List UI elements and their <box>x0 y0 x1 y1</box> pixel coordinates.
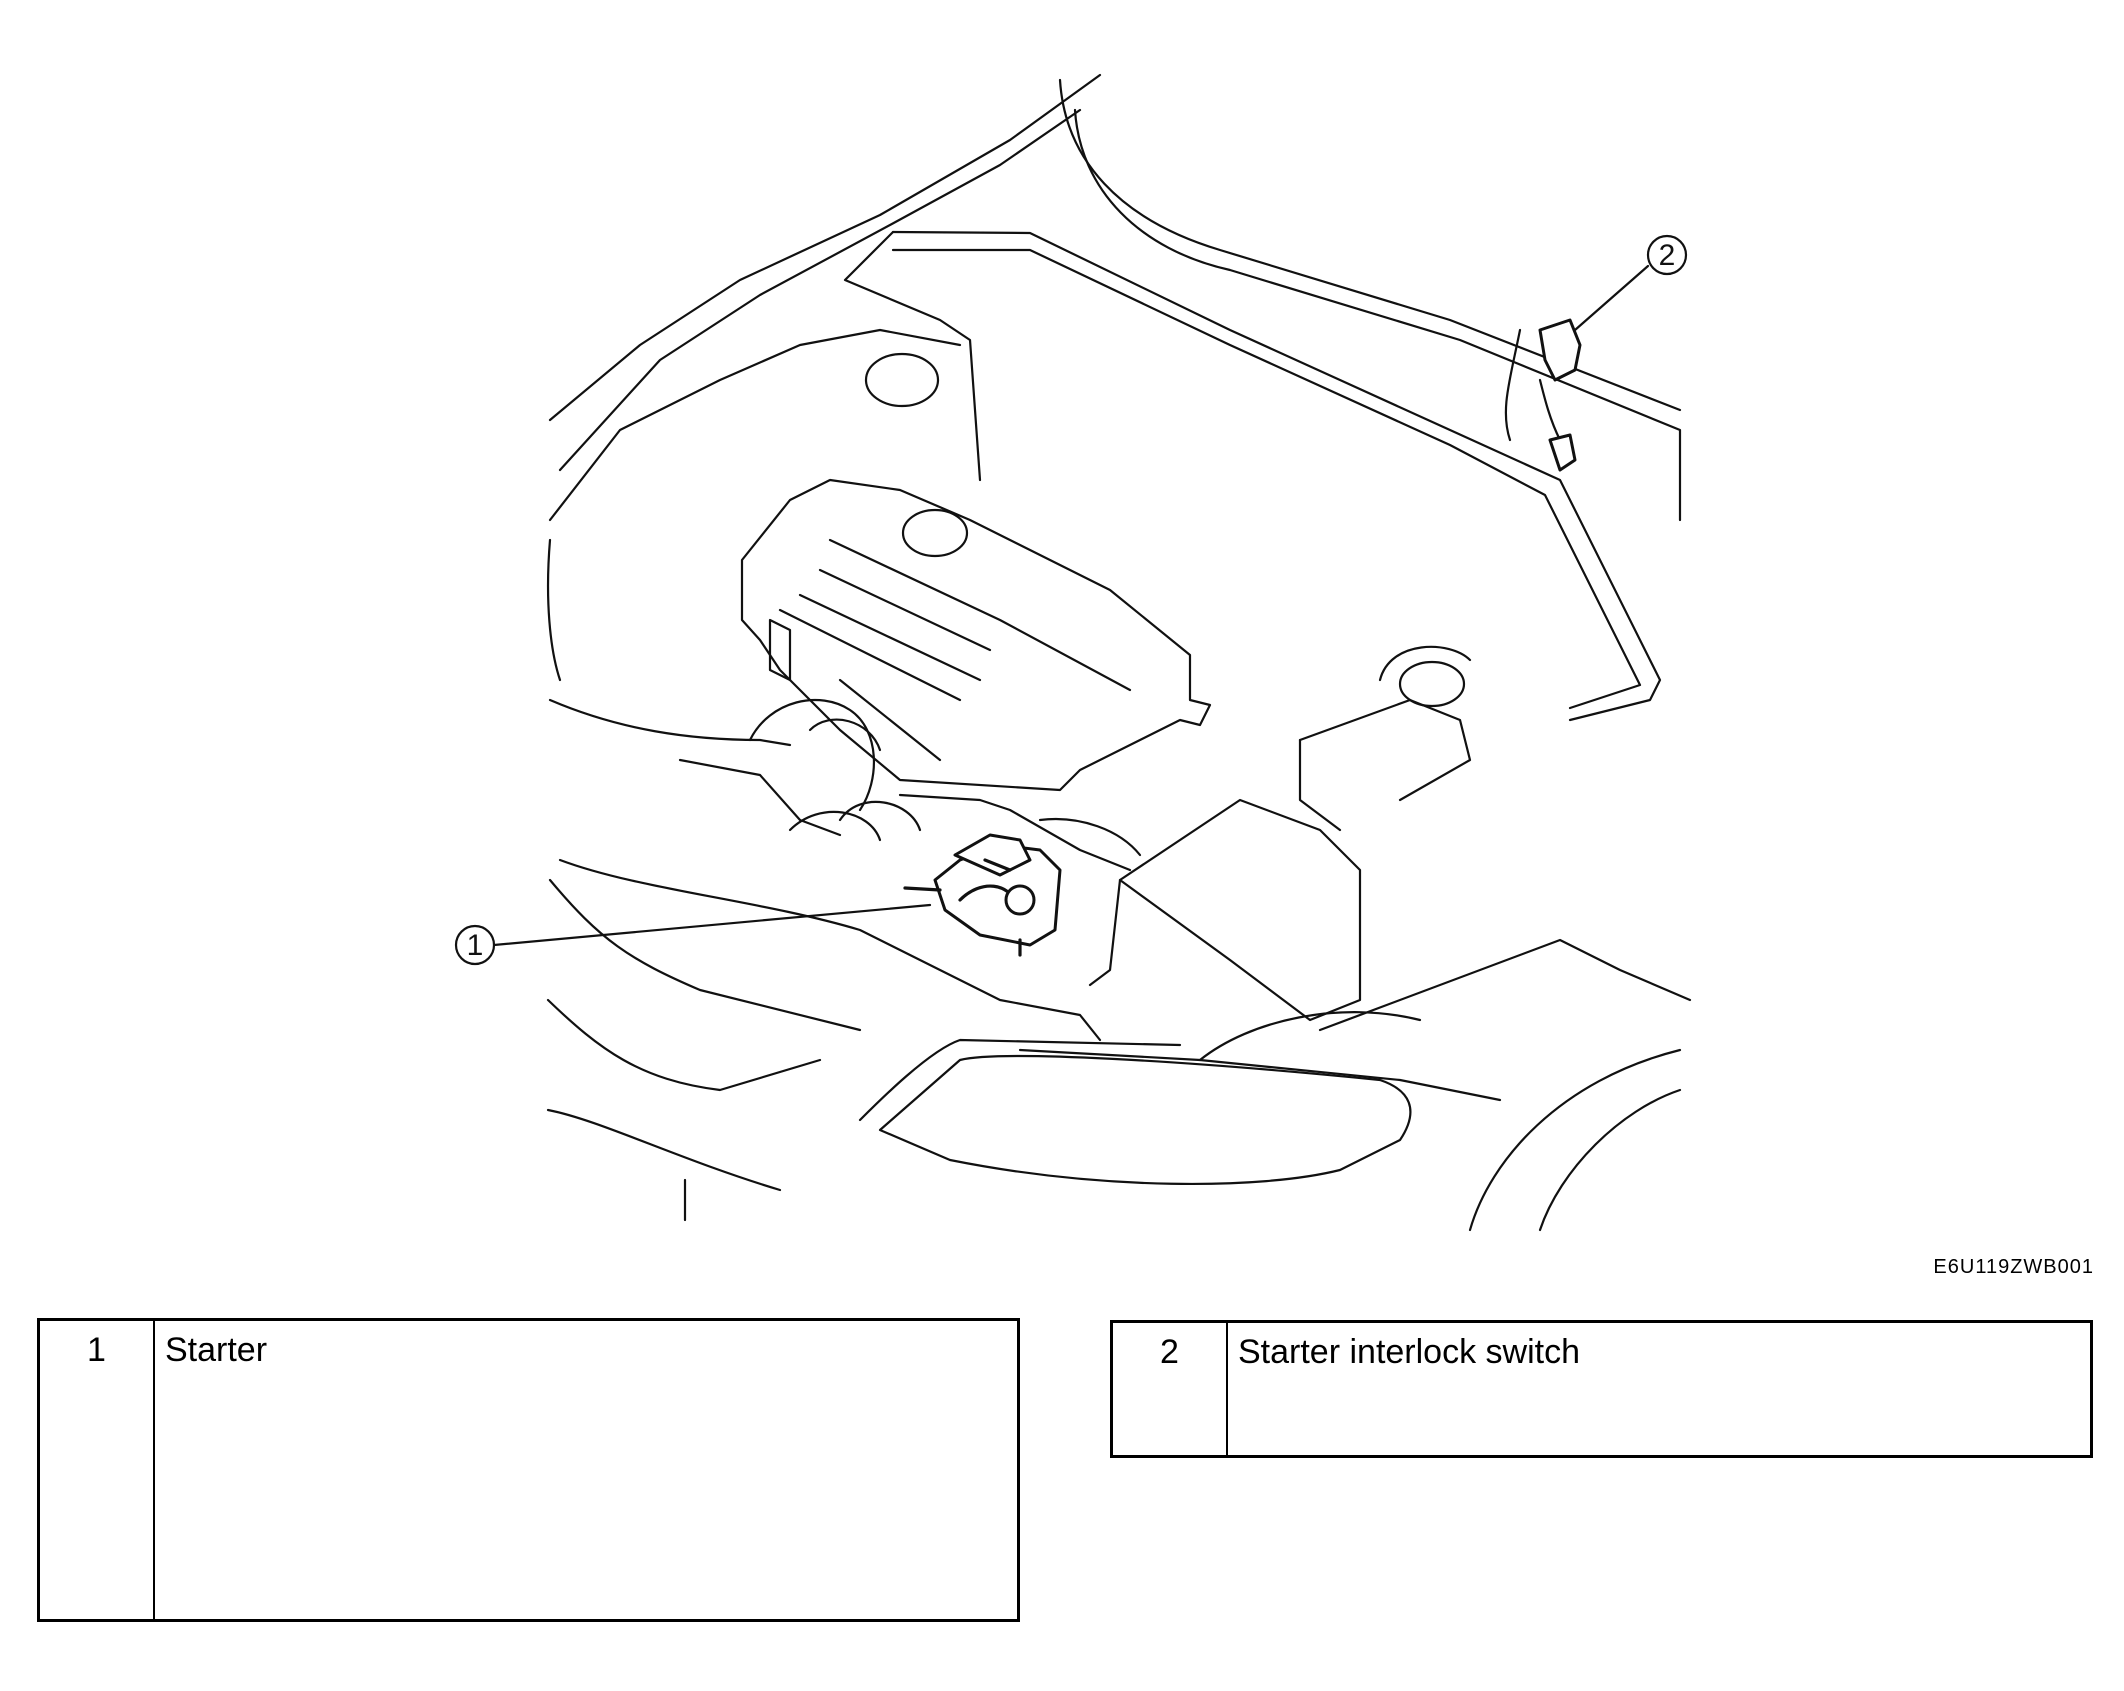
callout-1: 1 <box>454 924 496 966</box>
interlock-switch <box>1504 318 1582 472</box>
engine-cover <box>740 478 1212 792</box>
callout-2-number: 2 <box>1659 239 1676 272</box>
legend-1-label: Starter <box>165 1331 268 1369</box>
legend-table-2: 2 Starter interlock switch <box>1110 1320 2093 1458</box>
leader-lines <box>492 264 1650 947</box>
legend-1-number: 1 <box>40 1321 155 1619</box>
legend-2-label: Starter interlock switch <box>1238 1333 1580 1371</box>
figure-code: E6U119ZWB001 <box>1933 1256 2094 1278</box>
intake-cylinders <box>678 698 1142 872</box>
headlamp <box>858 1038 1412 1186</box>
callout-1-number: 1 <box>467 929 484 962</box>
hood-outline <box>548 73 1682 522</box>
strut-towers <box>864 352 1472 708</box>
front-support <box>1018 938 1692 1232</box>
battery-box <box>1088 698 1472 1022</box>
cowl-panel <box>843 230 1662 722</box>
legend-2-number: 2 <box>1113 1323 1228 1455</box>
starter-motor <box>903 833 1062 957</box>
callout-2: 2 <box>1646 234 1688 276</box>
left-fender <box>546 328 1102 1222</box>
legend-table-1: 1 Starter <box>37 1318 1020 1622</box>
